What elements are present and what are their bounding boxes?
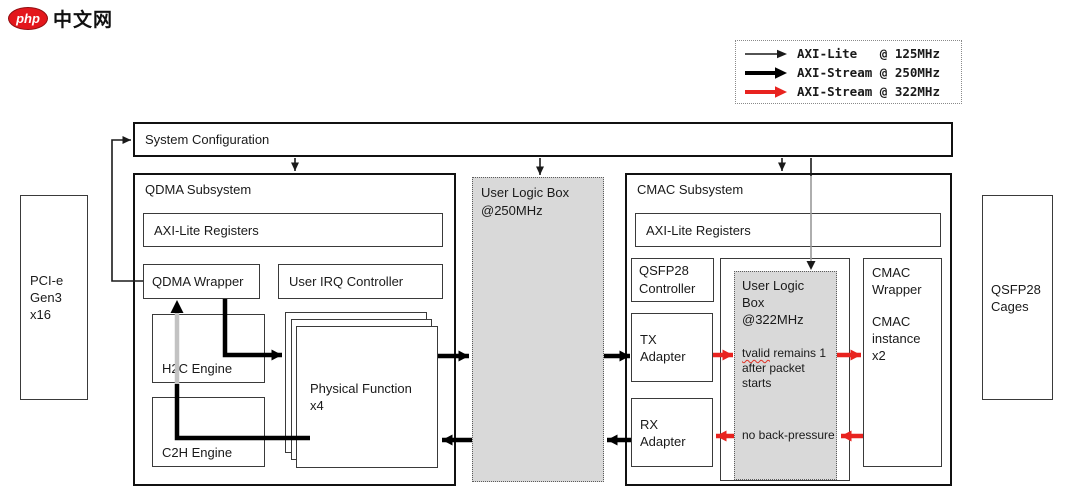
system-configuration-box: System Configuration [133, 122, 953, 157]
legend-label: AXI-Stream @ 250MHz [797, 65, 940, 80]
user-irq-controller-label: User IRQ Controller [289, 274, 404, 289]
site-logo-text: 中文网 [53, 10, 114, 31]
user-irq-controller-box: User IRQ Controller [278, 264, 443, 299]
qsfp28-cages-box: QSFP28 Cages [982, 195, 1053, 400]
cmac-axi-lite-registers-box: AXI-Lite Registers [635, 213, 941, 247]
tx-adapter-box: TX Adapter [631, 313, 713, 382]
qsfp28-cages-label: QSFP28 Cages [991, 281, 1041, 314]
tx-adapter-label: TX Adapter [640, 331, 686, 364]
tvalid-word: tvalid [742, 346, 771, 360]
h2c-engine-label: H2C Engine [162, 361, 233, 376]
c2h-engine-label: C2H Engine [162, 445, 233, 460]
thick-black-arrow-icon [745, 66, 787, 79]
cmac-axi-lite-registers-label: AXI-Lite Registers [646, 222, 751, 238]
physical-function-box: Physical Function x4 [296, 326, 438, 468]
qsfp28-controller-box: QSFP28 Controller [631, 258, 714, 302]
user-logic-box-322-label: User Logic Box @322MHz [742, 278, 805, 327]
thin-black-arrow-icon [745, 49, 787, 58]
pcie-box: PCI-e Gen3 x16 [20, 195, 88, 400]
pcie-label: PCI-e Gen3 x16 [30, 273, 64, 322]
legend-item-axi-lite: AXI-Lite @ 125MHz [742, 44, 955, 63]
php-logo-icon: php [8, 7, 48, 30]
tvalid-rest: remains 1 after packet starts [742, 346, 827, 390]
backpressure-annotation: no back-pressure [742, 428, 835, 442]
qdma-wrapper-label: QDMA Wrapper [152, 274, 244, 289]
legend-label: AXI-Stream @ 322MHz [797, 84, 940, 99]
site-logo: php 中文网 [8, 5, 113, 32]
cmac-wrapper-box: CMAC Wrapper CMAC instance x2 [863, 258, 942, 467]
thick-red-arrow-icon [745, 85, 787, 98]
legend-item-axi-stream-250: AXI-Stream @ 250MHz [742, 63, 955, 82]
rx-adapter-box: RX Adapter [631, 398, 713, 467]
legend: AXI-Lite @ 125MHz AXI-Stream @ 250MHz AX… [735, 40, 962, 104]
cmac-wrapper-label: CMAC Wrapper [872, 265, 922, 297]
physical-function-label: Physical Function x4 [310, 381, 412, 413]
rx-adapter-label: RX Adapter [640, 416, 686, 449]
legend-label: AXI-Lite @ 125MHz [797, 46, 940, 61]
qdma-wrapper-box: QDMA Wrapper [143, 264, 260, 299]
user-logic-box-250-label: User Logic Box @250MHz [481, 185, 570, 218]
cmac-instance-label: CMAC instance x2 [872, 314, 921, 363]
qsfp28-controller-label: QSFP28 Controller [639, 263, 696, 296]
cmac-subsystem-title: CMAC Subsystem [637, 182, 744, 197]
qdma-axi-lite-registers-box: AXI-Lite Registers [143, 213, 443, 247]
user-logic-box-322-box: User Logic Box @322MHz tvalid remains 1 … [734, 271, 837, 480]
legend-item-axi-stream-322: AXI-Stream @ 322MHz [742, 82, 955, 101]
user-logic-box-250-box: User Logic Box @250MHz [472, 177, 604, 482]
system-configuration-label: System Configuration [145, 132, 270, 147]
h2c-engine-box: H2C Engine [152, 314, 265, 383]
qdma-axi-lite-registers-label: AXI-Lite Registers [154, 222, 259, 238]
qdma-subsystem-title: QDMA Subsystem [145, 182, 252, 197]
c2h-engine-box: C2H Engine [152, 397, 265, 467]
tvalid-annotation: tvalid remains 1 after packet starts [742, 346, 836, 391]
